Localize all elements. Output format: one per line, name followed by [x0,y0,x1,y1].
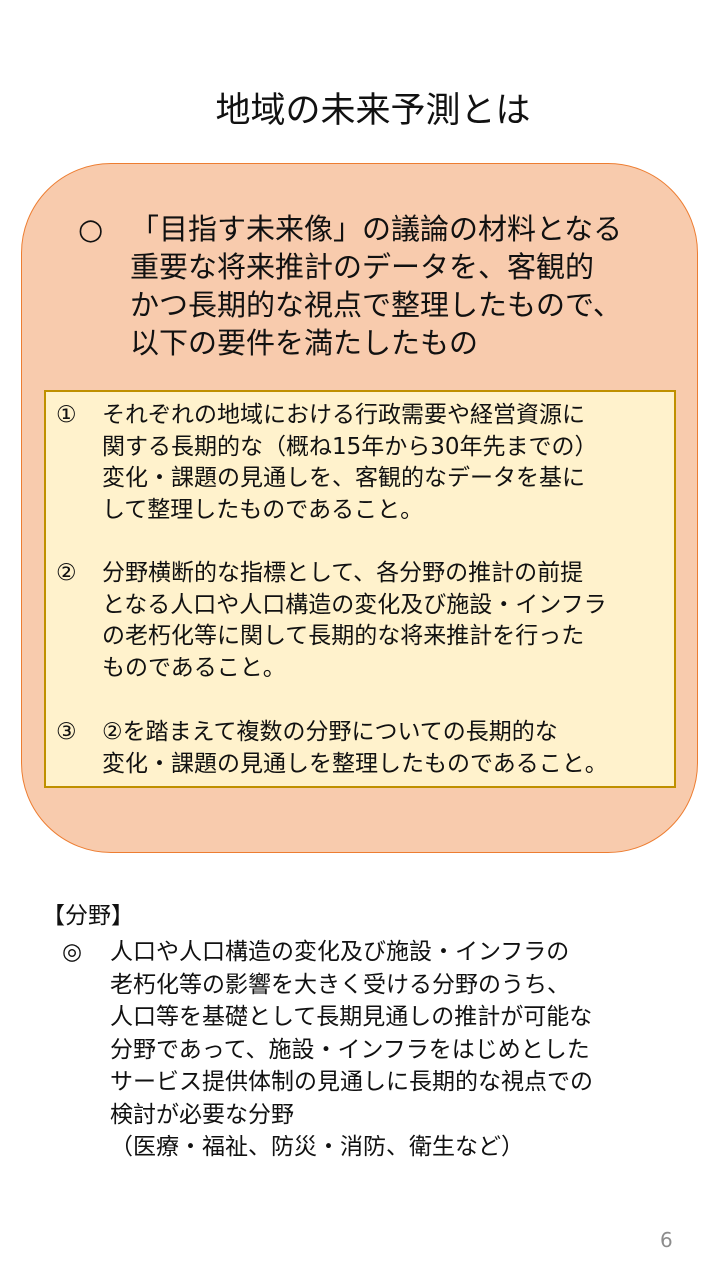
requirement-line: となる人口や人口構造の変化及び施設・インフラ [102,591,607,618]
field-line: 人口や人口構造の変化及び施設・インフラの [110,939,570,965]
requirement-line: して整理したものであること。 [102,496,424,523]
field-line: 老朽化等の影響を大きく受ける分野のうち、 [110,971,570,998]
requirement-line: 変化・課題の見通しを整理したものであること。 [102,750,608,777]
double-circle-bullet-icon: ◎ [62,939,83,965]
field-line: サービス提供体制の見通しに長期的な視点での [110,1069,593,1095]
lead-statement: ○ 「目指す未来像」の議論の材料となる 重要な将来推計のデータを、客観的 かつ長… [78,210,678,362]
lead-line: 重要な将来推計のデータを、客観的 [130,250,595,284]
lead-line: かつ長期的な視点で整理したもので、 [130,288,622,322]
requirement-line: ②を踏まえて複数の分野についての長期的な [102,719,558,745]
field-line: 人口等を基礎として長期見通しの推計が可能な [110,1004,593,1030]
requirement-line: 変化・課題の見通しを、客観的なデータを基に [102,465,585,491]
slide-title: 地域の未来予測とは [215,91,531,131]
field-heading: 【分野】 [42,903,134,929]
requirement-2: ② 分野横断的な指標として、各分野の推計の前提 となる人口や人口構造の変化及び施… [56,558,666,684]
requirement-number: ① [56,402,77,428]
field-description: ◎ 人口や人口構造の変化及び施設・インフラの 老朽化等の影響を大きく受ける分野の… [62,936,682,1164]
requirement-line: ものであること。 [102,654,286,681]
requirement-3: ③ ②を踏まえて複数の分野についての長期的な 変化・課題の見通しを整理したもので… [56,717,666,780]
lead-text: 「目指す未来像」の議論の材料となる 重要な将来推計のデータを、客観的 かつ長期的… [130,210,678,362]
field-line: 分野であって、施設・インフラをはじめとした [110,1036,590,1063]
requirement-1: ① それぞれの地域における行政需要や経営資源に 関する長期的な（概ね15年から3… [56,400,666,526]
circle-bullet-icon: ○ [78,212,104,246]
lead-line: 「目指す未来像」の議論の材料となる [130,212,623,246]
requirement-line: 分野横断的な指標として、各分野の推計の前提 [102,560,584,586]
page-number: 6 [660,1228,673,1252]
requirement-line: 関する長期的な（概ね15年から30年先までの） [102,433,598,460]
requirement-number: ③ [56,719,77,745]
field-line: 検討が必要な分野 [110,1101,294,1128]
field-line: （医療・福祉、防災・消防、衛生など） [110,1134,524,1160]
requirement-line: それぞれの地域における行政需要や経営資源に [102,402,585,428]
lead-line: 以下の要件を満たしたもの [130,326,479,360]
requirements-box: ① それぞれの地域における行政需要や経営資源に 関する長期的な（概ね15年から3… [44,390,676,788]
requirement-line: の老朽化等に関して長期的な将来推計を行った [102,623,585,649]
requirement-number: ② [56,560,77,586]
